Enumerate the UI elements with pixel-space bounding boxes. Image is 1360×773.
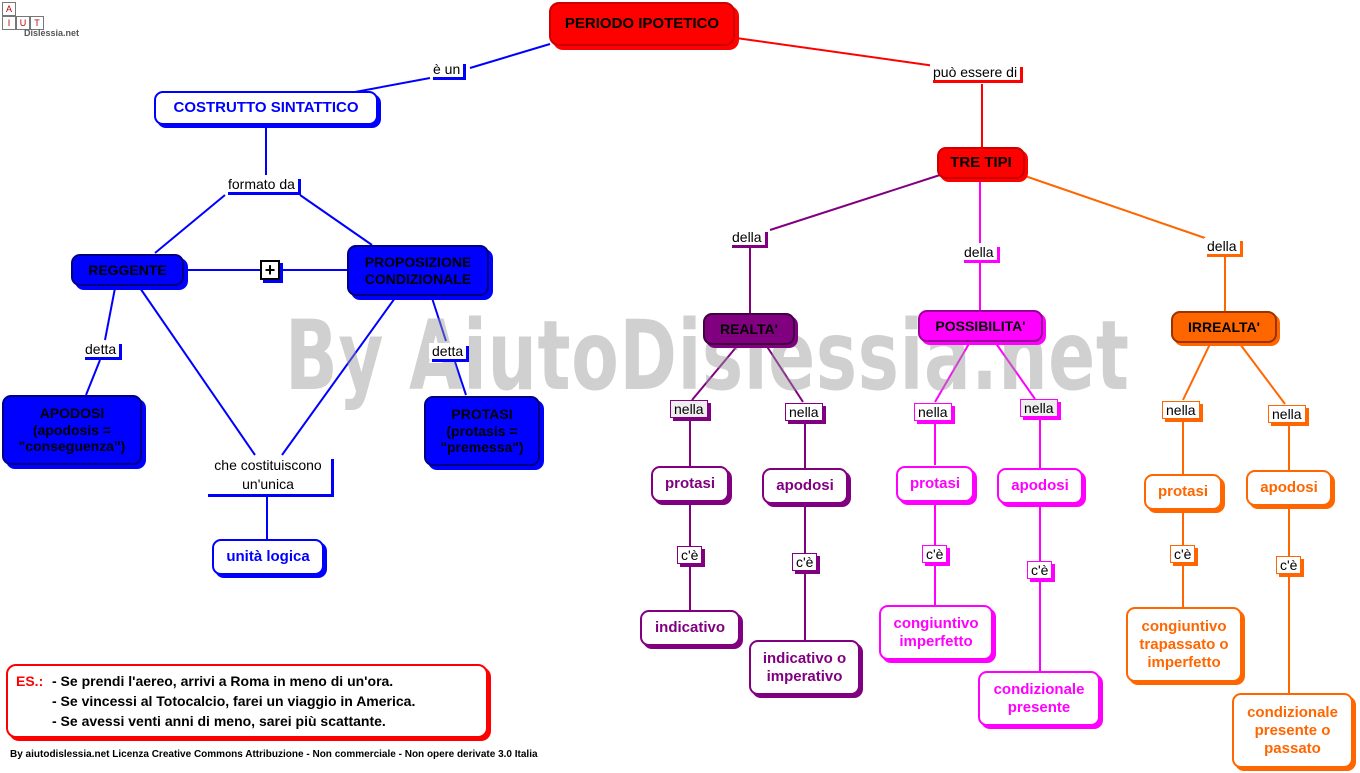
edge-realta-nella1 bbox=[691, 344, 739, 401]
label-detta-left: detta bbox=[82, 341, 120, 357]
plus-icon: + bbox=[260, 260, 280, 280]
edge-periodo-puo bbox=[735, 37, 936, 67]
label-e-un: è un bbox=[430, 61, 464, 77]
edge-eun-costrutto bbox=[354, 77, 431, 93]
node-apodosi-main: APODOSI (apodosis = "conseguenza") bbox=[2, 395, 142, 465]
edge-proposizione-checost bbox=[281, 297, 396, 456]
example-line-1: - Se prendi l'aereo, arrivi a Roma in me… bbox=[52, 673, 394, 689]
node-realta-apodosi: apodosi bbox=[762, 468, 848, 504]
edge-detta-apodosi bbox=[85, 359, 101, 396]
edge-irrealta-nella5 bbox=[1182, 343, 1211, 401]
label-della-irrealta: della bbox=[1204, 238, 1240, 254]
edge-reggente-detta bbox=[104, 287, 116, 341]
label-ce-realta-protasi: c'è bbox=[677, 546, 703, 564]
edge-formato-proposizione bbox=[299, 194, 373, 246]
edge-detta-protasi bbox=[454, 361, 467, 396]
logo-block-a: A bbox=[2, 2, 16, 16]
edge-realta-nella2 bbox=[765, 344, 804, 403]
label-nella-realta-protasi: nella bbox=[670, 400, 708, 418]
edge-tretipi-della1 bbox=[769, 174, 941, 231]
node-tre-tipi: TRE TIPI bbox=[937, 147, 1025, 179]
label-nella-irrealta-apodosi: nella bbox=[1268, 405, 1306, 423]
node-irrealta: IRREALTA' bbox=[1171, 311, 1277, 343]
logo-block-u: U bbox=[16, 16, 30, 30]
node-condizionale-presente-passato: condizionale presente o passato bbox=[1232, 693, 1353, 768]
label-formato-da: formato da bbox=[225, 176, 298, 192]
node-congiuntivo-imperfetto: congiuntivo imperfetto bbox=[879, 605, 993, 660]
edge-reggente-checost bbox=[139, 287, 256, 456]
examples-box: ES.: - Se prendi l'aereo, arrivi a Roma … bbox=[6, 664, 488, 738]
license-text: By aiutodislessia.net Licenza Creative C… bbox=[10, 749, 538, 760]
node-possibilita-protasi: protasi bbox=[896, 466, 974, 502]
node-irrealta-apodosi: apodosi bbox=[1246, 470, 1332, 506]
label-ce-irrealta-protasi: c'è bbox=[1170, 545, 1196, 563]
node-unita-logica: unità logica bbox=[212, 539, 324, 575]
label-della-possibilita: della bbox=[961, 244, 997, 260]
node-indicativo-imperativo: indicativo o imperativo bbox=[749, 640, 860, 695]
aiutodislessia-logo: A I U T Dislessia.net bbox=[0, 0, 90, 40]
node-periodo-ipotetico: PERIODO IPOTETICO bbox=[549, 2, 735, 46]
label-nella-irrealta-protasi: nella bbox=[1162, 401, 1200, 419]
edge-tretipi-della3 bbox=[1024, 175, 1206, 239]
node-proposizione-condizionale: PROPOSIZIONE CONDIZIONALE bbox=[347, 245, 489, 296]
label-nella-possibilita-apodosi: nella bbox=[1020, 399, 1058, 417]
node-congiuntivo-trapassato: congiuntivo trapassato o imperfetto bbox=[1126, 607, 1242, 682]
label-ce-possibilita-apodosi: c'è bbox=[1027, 561, 1053, 579]
edge-possibilita-nella3 bbox=[934, 341, 971, 403]
label-ce-irrealta-apodosi: c'è bbox=[1276, 556, 1302, 574]
node-realta: REALTA' bbox=[703, 313, 795, 345]
label-ce-realta-apodosi: c'è bbox=[792, 553, 818, 571]
label-della-realta: della bbox=[729, 229, 765, 245]
edge-periodo-eun bbox=[469, 43, 551, 69]
edge-proposizione-detta bbox=[431, 297, 447, 342]
example-line-3: - Se avessi venti anni di meno, sarei pi… bbox=[52, 713, 386, 729]
node-costrutto-sintattico: COSTRUTTO SINTATTICO bbox=[154, 91, 378, 125]
node-irrealta-protasi: protasi bbox=[1144, 474, 1222, 510]
node-possibilita: POSSIBILITA' bbox=[918, 310, 1043, 342]
examples-title: ES.: bbox=[16, 673, 44, 689]
node-possibilita-apodosi: apodosi bbox=[997, 468, 1083, 504]
label-nella-possibilita-protasi: nella bbox=[914, 403, 952, 421]
node-protasi-main: PROTASI (protasis = "premessa") bbox=[424, 396, 540, 466]
logo-block-t: T bbox=[30, 16, 44, 30]
label-che-costituiscono: che costituiscono un'unica bbox=[205, 456, 331, 494]
logo-block-i: I bbox=[2, 16, 16, 30]
label-puo-essere-di: può essere di bbox=[930, 64, 1021, 80]
edge-irrealta-nella6 bbox=[1239, 343, 1286, 405]
node-indicativo: indicativo bbox=[640, 610, 740, 646]
label-detta-right: detta bbox=[429, 343, 467, 359]
node-realta-protasi: protasi bbox=[651, 466, 729, 502]
node-reggente: REGGENTE bbox=[71, 254, 184, 286]
edge-formato-reggente bbox=[154, 194, 226, 254]
example-line-2: - Se vincessi al Totocalcio, farei un vi… bbox=[52, 693, 416, 709]
edge-possibilita-nella4 bbox=[994, 341, 1036, 400]
label-nella-realta-apodosi: nella bbox=[785, 403, 823, 421]
logo-text: Dislessia.net bbox=[24, 28, 80, 38]
label-ce-possibilita-protasi: c'è bbox=[922, 545, 948, 563]
node-condizionale-presente: condizionale presente bbox=[978, 671, 1100, 726]
